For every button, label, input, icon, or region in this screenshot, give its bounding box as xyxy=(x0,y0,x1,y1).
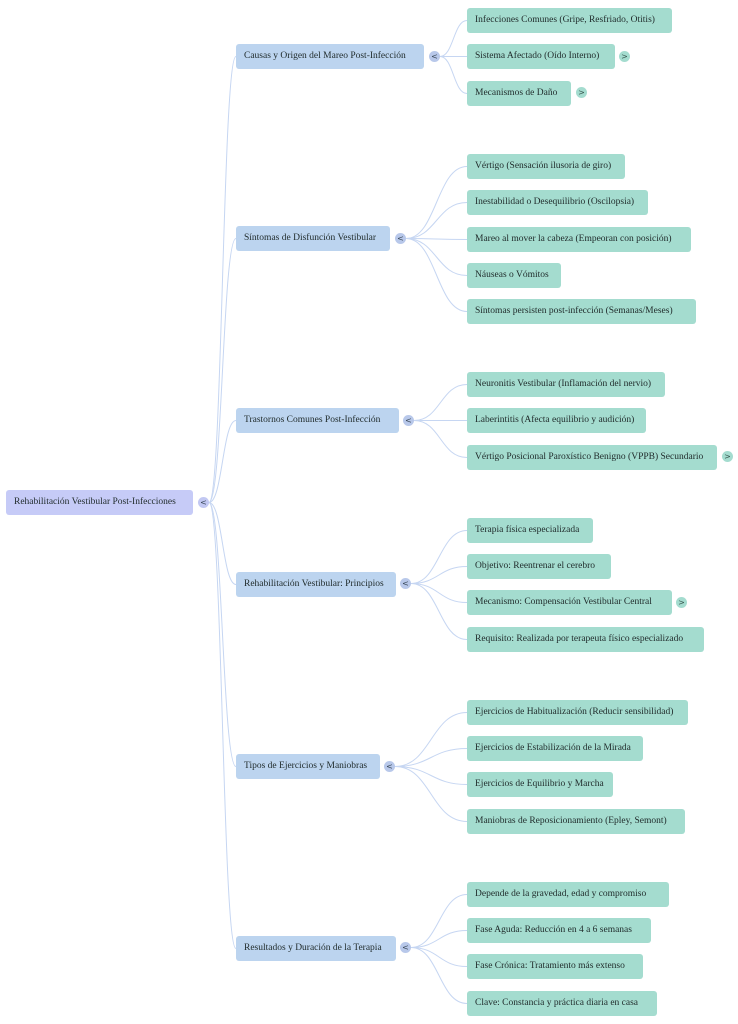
branch-leaf-link xyxy=(410,566,468,584)
leaf-label: Síntomas persisten post-infección (Seman… xyxy=(475,306,673,316)
branch-leaf-link xyxy=(405,238,468,276)
leaf-node[interactable]: Mecanismo: Compensación Vestibular Centr… xyxy=(467,590,672,615)
expand-icon[interactable]: > xyxy=(676,597,687,608)
branch-leaf-link xyxy=(405,202,468,239)
root-branch-link xyxy=(208,238,237,503)
branch-leaf-link xyxy=(394,766,468,822)
branch-label: Resultados y Duración de la Terapia xyxy=(244,943,382,953)
branch-node-trastornos[interactable]: Trastornos Comunes Post-Infección xyxy=(236,408,399,433)
leaf-node[interactable]: Ejercicios de Estabilización de la Mirad… xyxy=(467,736,643,761)
leaf-label: Laberintitis (Afecta equilibrio y audici… xyxy=(475,415,635,425)
root-node[interactable]: Rehabilitación Vestibular Post-Infeccion… xyxy=(6,490,193,515)
collapse-icon[interactable]: < xyxy=(400,942,411,953)
leaf-label: Mareo al mover la cabeza (Empeoran con p… xyxy=(475,234,672,244)
leaf-label: Mecanismos de Daño xyxy=(475,88,558,98)
leaf-node[interactable]: Sistema Afectado (Oído Interno) xyxy=(467,44,615,69)
leaf-node[interactable]: Fase Aguda: Reducción en 4 a 6 semanas xyxy=(467,918,651,943)
leaf-node[interactable]: Maniobras de Reposicionamiento (Epley, S… xyxy=(467,809,685,834)
leaf-label: Fase Crónica: Tratamiento más extenso xyxy=(475,961,625,971)
branch-leaf-link xyxy=(410,583,468,603)
branch-leaf-link xyxy=(410,894,468,948)
leaf-node[interactable]: Infecciones Comunes (Gripe, Resfriado, O… xyxy=(467,8,672,33)
leaf-node[interactable]: Vértigo Posicional Paroxístico Benigno (… xyxy=(467,445,717,470)
leaf-label: Infecciones Comunes (Gripe, Resfriado, O… xyxy=(475,15,655,25)
collapse-icon[interactable]: < xyxy=(395,233,406,244)
branch-label: Síntomas de Disfunción Vestibular xyxy=(244,233,377,243)
leaf-node[interactable]: Terapia física especializada xyxy=(467,518,593,543)
branch-leaf-link xyxy=(439,20,468,57)
branch-leaf-link xyxy=(394,712,468,767)
expand-icon[interactable]: > xyxy=(619,51,630,62)
root-branch-link xyxy=(208,56,237,503)
branch-leaf-link xyxy=(405,166,468,239)
root-branch-link xyxy=(208,420,237,503)
branch-leaf-link xyxy=(413,384,468,421)
branch-label: Trastornos Comunes Post-Infección xyxy=(244,415,381,425)
branch-label: Causas y Origen del Mareo Post-Infección xyxy=(244,51,406,61)
leaf-label: Terapia física especializada xyxy=(475,525,580,535)
leaf-label: Maniobras de Reposicionamiento (Epley, S… xyxy=(475,816,667,826)
leaf-node[interactable]: Clave: Constancia y práctica diaria en c… xyxy=(467,991,657,1016)
leaf-label: Inestabilidad o Desequilibrio (Oscilopsi… xyxy=(475,197,635,207)
leaf-label: Mecanismo: Compensación Vestibular Centr… xyxy=(475,597,652,607)
leaf-node[interactable]: Vértigo (Sensación ilusoria de giro) xyxy=(467,154,625,179)
leaf-node[interactable]: Inestabilidad o Desequilibrio (Oscilopsi… xyxy=(467,190,648,215)
branch-node-ejercicios[interactable]: Tipos de Ejercicios y Maniobras xyxy=(236,754,380,779)
branch-leaf-link xyxy=(410,530,468,584)
collapse-icon[interactable]: < xyxy=(403,415,414,426)
branch-leaf-link xyxy=(394,766,468,785)
leaf-node[interactable]: Objetivo: Reentrenar el cerebro xyxy=(467,554,611,579)
leaf-label: Vértigo (Sensación ilusoria de giro) xyxy=(475,161,612,171)
leaf-node[interactable]: Síntomas persisten post-infección (Seman… xyxy=(467,299,696,324)
leaf-label: Ejercicios de Habitualización (Reducir s… xyxy=(475,707,674,717)
leaf-label: Fase Aguda: Reducción en 4 a 6 semanas xyxy=(475,925,632,935)
branch-node-causas[interactable]: Causas y Origen del Mareo Post-Infección xyxy=(236,44,424,69)
branch-leaf-link xyxy=(410,947,468,967)
leaf-node[interactable]: Ejercicios de Habitualización (Reducir s… xyxy=(467,700,688,725)
leaf-label: Depende de la gravedad, edad y compromis… xyxy=(475,889,647,899)
branch-leaf-link xyxy=(410,583,468,640)
leaf-node[interactable]: Depende de la gravedad, edad y compromis… xyxy=(467,882,669,907)
branch-node-sintomas[interactable]: Síntomas de Disfunción Vestibular xyxy=(236,226,390,251)
root-branch-link xyxy=(208,502,237,585)
leaf-label: Vértigo Posicional Paroxístico Benigno (… xyxy=(475,452,704,462)
branch-node-principios[interactable]: Rehabilitación Vestibular: Principios xyxy=(236,572,396,597)
branch-leaf-link xyxy=(405,238,468,240)
leaf-node[interactable]: Mecanismos de Daño xyxy=(467,81,571,106)
expand-icon[interactable]: > xyxy=(576,87,587,98)
root-branch-link xyxy=(208,502,237,949)
leaf-label: Ejercicios de Equilibrio y Marcha xyxy=(475,779,604,789)
leaf-node[interactable]: Neuronitis Vestibular (Inflamación del n… xyxy=(467,372,665,397)
branch-label: Tipos de Ejercicios y Maniobras xyxy=(244,761,368,771)
branch-leaf-link xyxy=(394,748,468,767)
leaf-label: Náuseas o Vómitos xyxy=(475,270,549,280)
leaf-node[interactable]: Ejercicios de Equilibrio y Marcha xyxy=(467,772,613,797)
leaf-node[interactable]: Náuseas o Vómitos xyxy=(467,263,561,288)
branch-node-resultados[interactable]: Resultados y Duración de la Terapia xyxy=(236,936,396,961)
leaf-node[interactable]: Laberintitis (Afecta equilibrio y audici… xyxy=(467,408,646,433)
leaf-label: Ejercicios de Estabilización de la Mirad… xyxy=(475,743,631,753)
leaf-label: Objetivo: Reentrenar el cerebro xyxy=(475,561,596,571)
leaf-node[interactable]: Requisito: Realizada por terapeuta físic… xyxy=(467,627,704,652)
leaf-label: Requisito: Realizada por terapeuta físic… xyxy=(475,634,684,644)
collapse-icon[interactable]: < xyxy=(384,761,395,772)
branch-leaf-link xyxy=(413,420,468,458)
branch-leaf-link xyxy=(410,930,468,948)
branch-leaf-link xyxy=(410,947,468,1004)
root-label: Rehabilitación Vestibular Post-Infeccion… xyxy=(14,497,176,507)
collapse-icon[interactable]: < xyxy=(429,51,440,62)
branch-leaf-link xyxy=(405,238,468,312)
leaf-label: Neuronitis Vestibular (Inflamación del n… xyxy=(475,379,652,389)
branch-leaf-link xyxy=(439,56,468,94)
collapse-icon[interactable]: < xyxy=(400,578,411,589)
leaf-node[interactable]: Fase Crónica: Tratamiento más extenso xyxy=(467,954,643,979)
leaf-label: Sistema Afectado (Oído Interno) xyxy=(475,51,600,61)
collapse-icon[interactable]: < xyxy=(198,497,209,508)
leaf-label: Clave: Constancia y práctica diaria en c… xyxy=(475,998,639,1008)
branch-label: Rehabilitación Vestibular: Principios xyxy=(244,579,384,589)
leaf-node[interactable]: Mareo al mover la cabeza (Empeoran con p… xyxy=(467,227,691,252)
root-branch-link xyxy=(208,502,237,767)
expand-icon[interactable]: > xyxy=(722,451,733,462)
